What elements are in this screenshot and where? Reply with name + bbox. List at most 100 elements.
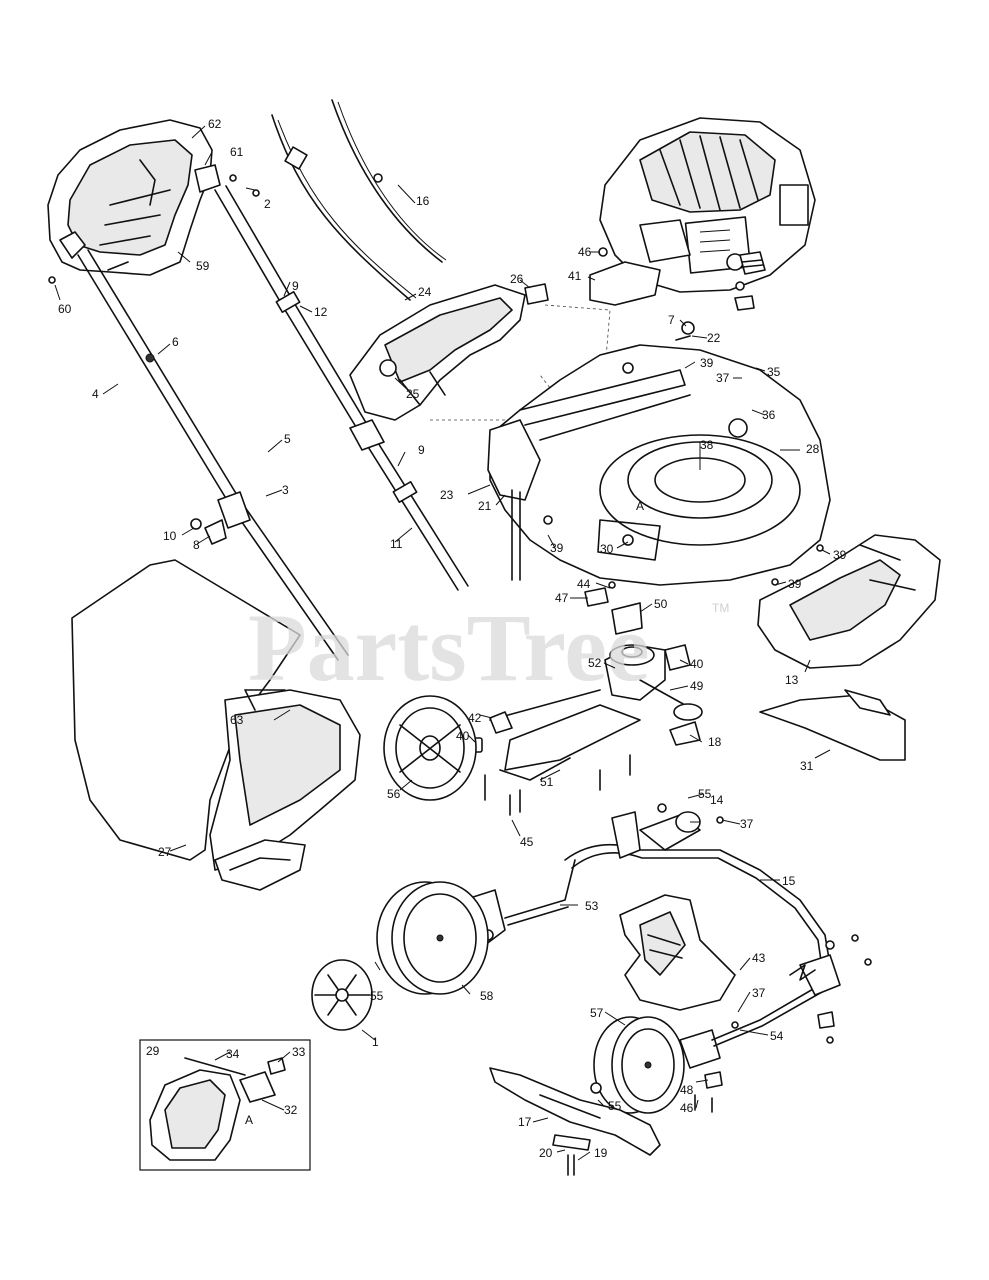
callout-16: 16: [416, 194, 430, 208]
callout-40b: 40: [456, 729, 470, 743]
callout-24: 24: [418, 285, 432, 299]
callout-46: 46: [578, 245, 592, 259]
watermark-trademark: TM: [712, 601, 729, 615]
engine: [599, 117, 816, 293]
callout-28: 28: [806, 442, 820, 456]
front-axle-assembly: [679, 934, 872, 1069]
callout-23: 23: [440, 488, 454, 502]
callout-39: 39: [700, 356, 714, 370]
callout-27: 27: [158, 845, 172, 859]
rear-wheel: [376, 881, 489, 995]
callout-29: 29: [146, 1044, 160, 1058]
grass-bag: [71, 559, 361, 891]
callout-58: 58: [480, 989, 494, 1003]
callout-62: 62: [208, 117, 222, 131]
callout-2: 2: [264, 197, 271, 211]
callout-a-deck: A: [636, 499, 644, 513]
callout-4: 4: [92, 387, 99, 401]
cutting-blade: [489, 1067, 723, 1176]
callout-21: 21: [478, 499, 492, 513]
callout-18: 18: [708, 735, 722, 749]
front-wheel: [590, 1016, 685, 1114]
callout-61: 61: [230, 145, 244, 159]
callout-39d: 39: [788, 577, 802, 591]
callout-11: 11: [390, 537, 403, 551]
callout-15: 15: [782, 874, 796, 888]
callout-37b: 37: [740, 817, 754, 831]
callout-50: 50: [654, 597, 668, 611]
callout-37: 37: [716, 371, 730, 385]
callout-14: 14: [710, 793, 724, 807]
callout-51: 51: [540, 775, 554, 789]
inset-mulch-plug: [139, 1039, 311, 1171]
callout-33: 33: [292, 1045, 306, 1059]
watermark-text: PartsTree: [248, 594, 650, 701]
callout-53: 53: [585, 899, 599, 913]
callout-labels: 62 61 2 59 60 9 12 4 6 5 3 10 8 9 11 24 …: [58, 117, 847, 1160]
engine-small-parts: [589, 247, 766, 376]
callout-44: 44: [577, 577, 591, 591]
callout-31: 31: [800, 759, 814, 773]
wheel-disk: [383, 695, 477, 801]
callout-13: 13: [785, 673, 799, 687]
leader-lines: [54, 125, 831, 1161]
callout-57: 57: [590, 1006, 604, 1020]
callout-9: 9: [292, 279, 299, 293]
callout-36: 36: [762, 408, 776, 422]
mower-deck: [487, 344, 831, 586]
drive-control-bail: [564, 803, 831, 969]
callout-32: 32: [284, 1103, 298, 1117]
callout-5: 5: [284, 432, 291, 446]
callout-45: 45: [520, 835, 534, 849]
callout-43: 43: [752, 951, 766, 965]
callout-3: 3: [282, 483, 289, 497]
callout-39c: 39: [833, 548, 847, 562]
callout-39b: 39: [550, 541, 564, 555]
callout-52: 52: [588, 656, 602, 670]
callout-63: 63: [230, 713, 244, 727]
callout-25: 25: [406, 387, 420, 401]
callout-17: 17: [518, 1115, 532, 1129]
hubcap: [311, 959, 373, 1031]
callout-60: 60: [58, 302, 72, 316]
belt-cover-shroud: [349, 283, 611, 421]
callout-49: 49: [690, 679, 704, 693]
parts-tree-watermark: PartsTree TM: [248, 594, 729, 701]
callout-38: 38: [700, 438, 714, 452]
callout-1: 1: [372, 1035, 379, 1049]
callout-41: 41: [568, 269, 582, 283]
callout-37c: 37: [752, 986, 766, 1000]
side-discharge-chute: [757, 534, 941, 669]
callout-55b: 55: [370, 989, 384, 1003]
callout-47: 47: [555, 591, 569, 605]
callout-26: 26: [510, 272, 524, 286]
callout-34: 34: [226, 1047, 240, 1061]
callout-19: 19: [594, 1146, 608, 1160]
transmission: [467, 581, 703, 816]
callout-48: 48: [680, 1083, 694, 1097]
callout-30: 30: [600, 542, 614, 556]
callout-55: 55: [698, 787, 712, 801]
callout-a-inset: A: [245, 1113, 253, 1127]
callout-54: 54: [770, 1029, 784, 1043]
callout-59: 59: [196, 259, 210, 273]
callout-9b: 9: [418, 443, 425, 457]
handle-bracket: [48, 174, 260, 545]
callout-8: 8: [193, 538, 200, 552]
callout-46b: 46: [680, 1101, 694, 1115]
callout-40: 40: [690, 657, 704, 671]
deflector-shield: [759, 689, 906, 761]
upper-handle-assembly: [47, 119, 221, 276]
callout-55c: 55: [608, 1099, 622, 1113]
callout-22: 22: [707, 331, 721, 345]
blade-adapter-baffle: [619, 894, 739, 1029]
callout-7: 7: [668, 313, 675, 327]
control-cables: [271, 99, 447, 301]
callout-12: 12: [314, 305, 328, 319]
callout-42: 42: [468, 711, 482, 725]
callout-56: 56: [387, 787, 401, 801]
callout-35: 35: [767, 365, 781, 379]
callout-6: 6: [172, 335, 179, 349]
right-handle-tube: [214, 185, 469, 591]
